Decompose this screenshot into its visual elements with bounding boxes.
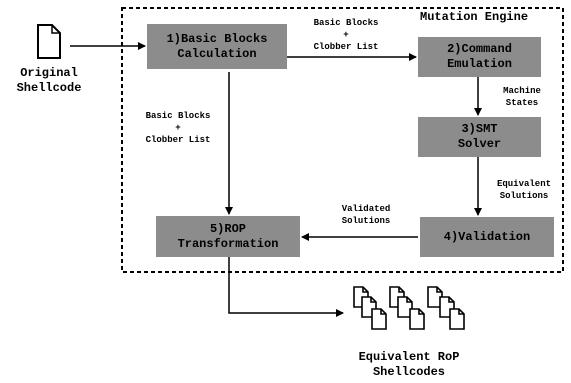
original-shellcode-icon <box>37 24 61 59</box>
edge-label-bb-to-emulation: Basic Blocks + Clobber List <box>313 18 379 52</box>
original-shellcode-label: Original Shellcode <box>16 66 82 95</box>
mutation-engine-title: Mutation Engine <box>420 10 529 24</box>
step-command-emulation: 2)Command Emulation <box>418 37 541 77</box>
edge-label-smt-to-validation: Equivalent Solutions <box>496 179 551 201</box>
step-smt-solver: 3)SMT Solver <box>418 117 541 157</box>
edge-label-validation-to-rop: Validated Solutions <box>341 204 391 226</box>
edge-label-bb-to-rop: Basic Blocks + Clobber List <box>145 111 211 145</box>
step-validation: 4)Validation <box>420 217 554 257</box>
arrow-rop-to-output <box>228 256 344 317</box>
equivalent-rop-shellcodes-icon <box>353 286 465 330</box>
equivalent-rop-shellcodes-label: Equivalent RoP Shellcodes <box>358 350 460 379</box>
edge-label-emulation-to-smt: Machine States <box>503 86 541 108</box>
step-rop-transformation: 5)ROP Transformation <box>156 216 300 257</box>
engine-boundary <box>121 7 564 273</box>
step-basic-blocks-calculation: 1)Basic Blocks Calculation <box>147 24 287 69</box>
